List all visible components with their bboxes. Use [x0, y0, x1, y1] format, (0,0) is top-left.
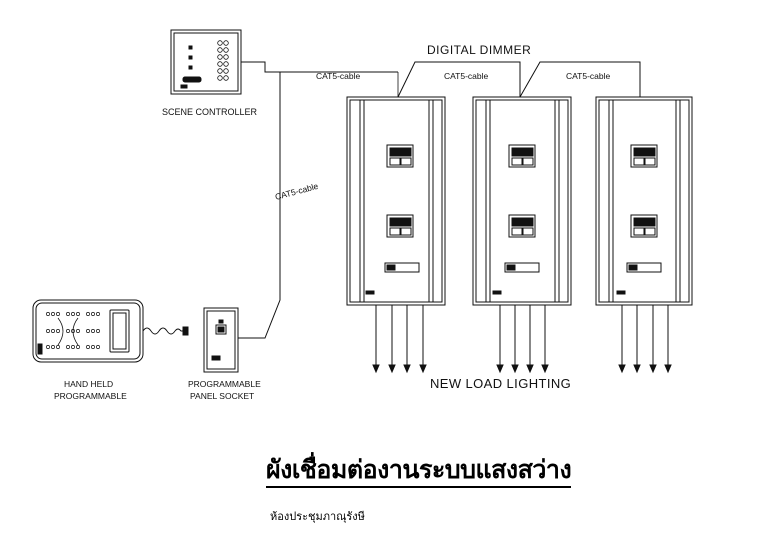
digital-dimmer-label: DIGITAL DIMMER	[427, 43, 531, 57]
cable-dimmer2-to-dimmer3	[519, 61, 641, 98]
panel-socket-label-line2: PANEL SOCKET	[190, 391, 254, 401]
cable-label-vertical: CAT5-cable	[274, 181, 320, 202]
cable-vertical	[237, 71, 281, 339]
programmable-panel-socket	[203, 307, 239, 373]
cable-scene-to-dimmers	[241, 61, 398, 73]
cable-label-2: CAT5-cable	[444, 71, 489, 81]
cable-label-1: CAT5-cable	[316, 71, 361, 81]
scene-controller-label: SCENE CONTROLLER	[162, 107, 258, 117]
digital-dimmer-3	[595, 96, 693, 374]
page-subtitle: ห้องประชุมภาณุรังษี	[270, 510, 365, 523]
hand-held-programmer	[32, 299, 189, 363]
digital-dimmer-1	[346, 96, 446, 374]
digital-dimmer-2	[472, 96, 572, 374]
hand-held-label-line1: HAND HELD	[64, 379, 113, 389]
hand-held-label-line2: PROGRAMMABLE	[54, 391, 127, 401]
scene-controller	[170, 29, 242, 95]
cable-label-3: CAT5-cable	[566, 71, 611, 81]
cable-dimmer1-to-dimmer2	[397, 61, 521, 98]
new-load-lighting-label: NEW LOAD LIGHTING	[430, 376, 571, 391]
panel-socket-label-line1: PROGRAMMABLE	[188, 379, 261, 389]
page-title: ผังเชื่อมต่องานระบบแสงสว่าง	[266, 455, 572, 488]
